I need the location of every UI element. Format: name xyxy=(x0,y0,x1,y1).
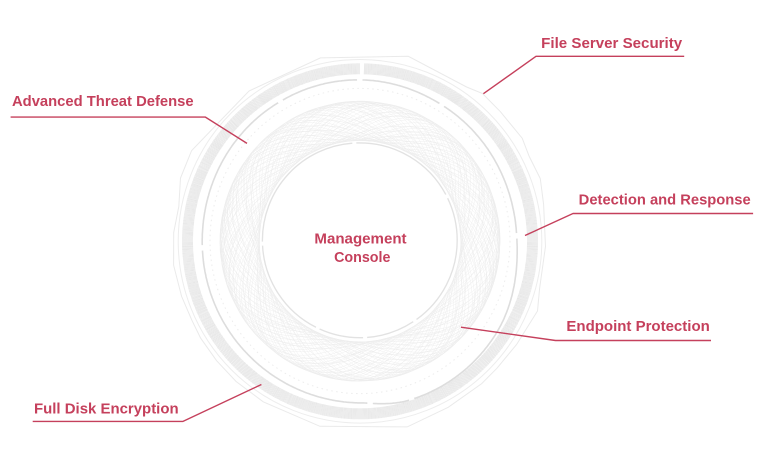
svg-text:Full Disk Encryption: Full Disk Encryption xyxy=(34,402,179,418)
svg-text:Detection and Response: Detection and Response xyxy=(579,192,751,208)
svg-text:Advanced Threat Defense: Advanced Threat Defense xyxy=(12,94,194,110)
svg-text:File Server Security: File Server Security xyxy=(541,36,682,52)
svg-text:Endpoint Protection: Endpoint Protection xyxy=(566,319,709,335)
svg-text:Console: Console xyxy=(334,250,390,266)
svg-text:Management: Management xyxy=(314,231,406,247)
